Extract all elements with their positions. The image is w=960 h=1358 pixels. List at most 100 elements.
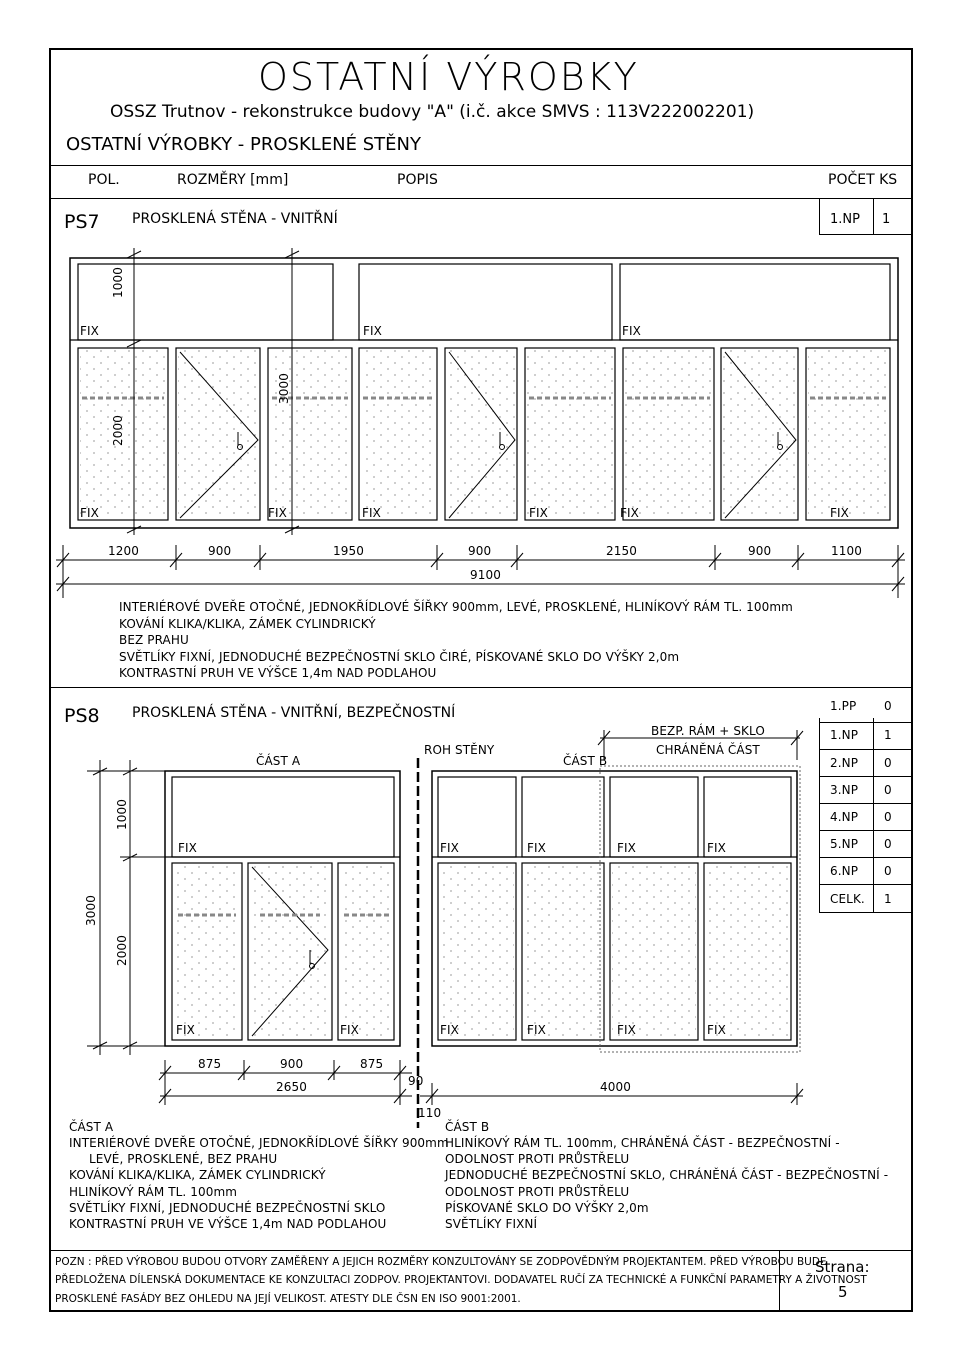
ps7-desc-line: KONTRASTNÍ PRUH VE VÝŠCE 1,4m NAD PODLAH… [119,666,437,680]
ps7-dim-width: 1100 [831,544,862,558]
ps8-desc-a-line: SVĚTLÍKY FIXNÍ, JEDNODUCHÉ BEZPEČNOSTNÍ … [69,1201,386,1215]
ps8-desc-a-line: LEVÉ, PROSKLENÉ, BEZ PRAHU [89,1152,278,1166]
ps8-fix-label: FIX [527,841,546,855]
footer-divider [49,1250,913,1251]
ps8-count-row-divider [819,749,913,750]
ps8-desc-b-line: PÍSKOVANÉ SKLO DO VÝŠKY 2,0m [445,1201,649,1215]
ps8-count-floor: 1.PP [830,699,857,713]
ps8-count-row-divider [819,830,913,831]
ps8-name: PROSKLENÁ STĚNA - VNITŘNÍ, BEZPEČNOSTNÍ [132,705,456,721]
ps8-roh-label: ROH STĚNY [424,743,495,757]
ps8-dim-width-a: 875 [198,1057,222,1071]
ps8-dim-total-a: 2650 [276,1080,307,1094]
ps8-count-floor: 3.NP [830,783,859,797]
ps7-dim-width: 1200 [108,544,139,558]
ps8-count-value: 1 [884,728,892,742]
footer-column-divider [779,1250,780,1312]
footer-note-line: POZN : PŘED VÝROBOU BUDOU OTVORY ZAMĚŘEN… [55,1256,827,1268]
section-title: OSTATNÍ VÝROBKY - PROSKLENÉ STĚNY [66,134,421,155]
ps8-count-divider [873,718,874,913]
ps8-bezp-label-1: BEZP. RÁM + SKLO [651,724,765,738]
col-pocet: POČET KS [828,172,898,188]
ps8-desc-a-title: ČÁST A [69,1120,114,1134]
ps7-dim-width: 900 [748,544,772,558]
ps8-desc-b-line: ODOLNOST PROTI PRŮSTŘELU [445,1152,630,1166]
ps8-count-floor: 6.NP [830,864,859,878]
ps8-dim-total-b: 4000 [600,1080,631,1094]
ps7-desc-line: KOVÁNÍ KLIKA/KLIKA, ZÁMEK CYLINDRICKÝ [119,617,376,631]
ps7-dim-width: 900 [208,544,232,558]
ps8-count-floor: 4.NP [830,810,859,824]
ps8-count-row-divider [819,776,913,777]
ps8-desc-b-line: HLINÍKOVÝ RÁM TL. 100mm, CHRÁNĚNÁ ČÁST -… [445,1136,840,1150]
ps8-dim-h-total: 3000 [84,895,98,926]
ps8-fix-label: FIX [707,841,726,855]
page-title: OSTATNÍ VÝROBKY [258,55,639,99]
ps8-count-value: 0 [884,699,892,713]
ps8-dim-width-a: 875 [360,1057,384,1071]
ps8-count-row-divider [819,912,913,913]
ps7-dim-width: 1950 [333,544,364,558]
page-number-label: Strana: [815,1258,870,1276]
page-number: 5 [838,1283,848,1301]
footer-note-line: PROSKLENÉ FASÁDY BEZ OHLEDU NA JEJÍ VELI… [55,1293,521,1305]
ps7-fix-label: FIX [830,506,849,520]
ps8-bezp-label-2: CHRÁNĚNÁ ČÁST [656,743,760,757]
columns-divider [49,198,913,199]
ps8-desc-a-line: HLINÍKOVÝ RÁM TL. 100mm [69,1185,238,1199]
ps8-desc-b-title: ČÁST B [445,1120,490,1134]
ps7-name: PROSKLENÁ STĚNA - VNITŘNÍ [132,211,338,227]
ps8-fix-label: FIX [617,841,636,855]
ps7-desc-line: SVĚTLÍKY FIXNÍ, JEDNODUCHÉ BEZPEČNOSTNÍ … [119,650,680,664]
ps8-fix-label: FIX [707,1023,726,1037]
ps7-dim-total: 9100 [470,568,501,582]
ps8-count-value: 0 [884,837,892,851]
ps8-fix-label: FIX [527,1023,546,1037]
ps8-desc-b-line: JEDNODUCHÉ BEZPEČNOSTNÍ SKLO, CHRÁNĚNÁ Č… [445,1168,889,1182]
ps7-fix-label: FIX [80,506,99,520]
ps8-fix-label: FIX [178,841,197,855]
header-divider [49,165,913,166]
ps8-count-floor: 1.NP [830,728,859,742]
ps8-count-value: 0 [884,756,892,770]
ps8-desc-a-line: KONTRASTNÍ PRUH VE VÝŠCE 1,4m NAD PODLAH… [69,1217,387,1231]
ps7-dim-width: 2150 [606,544,637,558]
ps8-count-row-divider [819,857,913,858]
ps8-count-value: 0 [884,864,892,878]
ps8-count-row-divider [819,722,913,723]
ps7-dim-width: 900 [468,544,492,558]
ps7-fix-label: FIX [363,324,382,338]
ps7-fix-label: FIX [529,506,548,520]
ps7-floor: 1.NP [830,212,860,227]
ps8-dim-h-bottom: 2000 [115,935,129,966]
ps7-count: 1 [882,212,891,227]
col-pol: POL. [88,172,120,188]
ps8-dim-90: 90 [408,1074,424,1088]
ps7-fix-label: FIX [268,506,287,520]
ps7-fix-label: FIX [80,324,99,338]
ps8-fix-label: FIX [340,1023,359,1037]
ps8-fix-label: FIX [176,1023,195,1037]
ps8-count-floor: 5.NP [830,837,859,851]
ps8-fix-label: FIX [440,841,459,855]
ps7-desc-line: BEZ PRAHU [119,633,189,647]
ps8-code: PS8 [64,705,100,727]
ps8-dim-h-top: 1000 [115,799,129,830]
ps7-fix-label: FIX [622,324,641,338]
ps8-desc-a-line: KOVÁNÍ KLIKA/KLIKA, ZÁMEK CYLINDRICKÝ [69,1168,326,1182]
ps7-code: PS7 [64,211,100,233]
ps8-count-floor: CELK. [830,892,865,906]
page-subtitle: OSSZ Trutnov - rekonstrukce budovy "A" (… [110,102,755,122]
col-rozmery: ROZMĚRY [mm] [177,172,289,188]
ps8-count-row-divider [819,803,913,804]
footer-note-line: PŘEDLOŽENA DÍLENSKÁ DOKUMENTACE KE KONZU… [55,1274,867,1286]
ps8-desc-a-line: INTERIÉROVÉ DVEŘE OTOČNÉ, JEDNOKŘÍDLOVÉ … [69,1136,449,1150]
ps8-count-value: 0 [884,810,892,824]
sheet-frame [49,48,913,1312]
ps7-fix-label: FIX [620,506,639,520]
ps8-count-table [819,718,913,913]
ps8-dim-width-a: 900 [280,1057,304,1071]
ps8-cast-b-label: ČÁST B [563,754,608,768]
